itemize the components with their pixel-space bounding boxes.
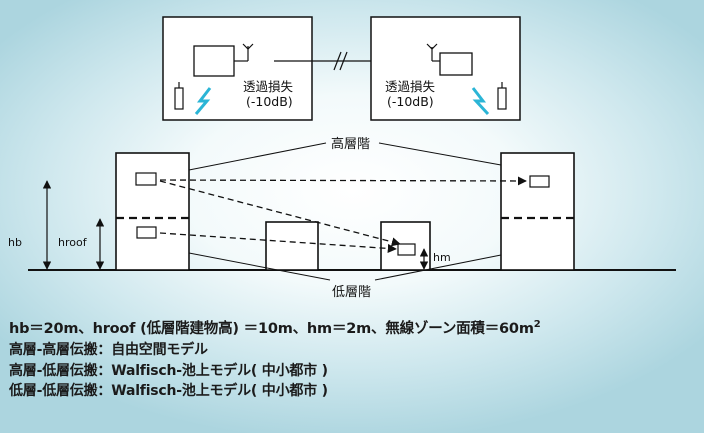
left-lower-station [136,226,157,239]
top-right-panel: 透過損失 (-10dB) [370,16,521,121]
path-high-to-low [159,180,401,247]
notes-low-low-model: 低層-低層伝搬：Walfisch-池上モデル( 中小都市 ) [9,383,328,399]
top-left-antenna-icon [234,43,254,62]
hm-label: hm [433,251,451,264]
middle-low-building [265,221,319,271]
top-right-lightning-icon [471,87,490,116]
notes-high-high-model: 高層-高層伝搬：自由空間モデル [9,342,208,358]
notes-parameters-text: hb＝20m、hroof (低層階建物高) ＝10m、hm＝2m、無線ゾーン面積… [9,321,534,337]
path-high-to-high [159,176,527,186]
high-floor-label: 高層階 [331,136,370,152]
propagation-paths [159,176,527,253]
low-floor-callout: 低層階 [188,252,502,300]
hroof-dimension: hroof [58,218,105,270]
receiver-station [397,243,416,256]
top-right-base-station-box [439,52,473,76]
notes-high-low-model: 高層-低層伝搬：Walfisch-池上モデル( 中小都市 ) [9,362,328,379]
top-right-loss-value: (-10dB) [387,94,434,109]
right-tall-building [500,152,575,271]
low-floor-label: 低層階 [332,285,371,300]
hb-label: hb [8,236,22,249]
top-left-loss-value: (-10dB) [246,94,293,109]
link-break-mark-1 [333,51,342,71]
top-left-base-station-box [193,45,235,77]
left-upper-station [135,172,157,186]
hb-dimension: hb [8,180,52,270]
link-break-mark-2 [339,51,348,71]
top-right-antenna-icon [426,43,440,62]
top-left-loss-label: 透過損失 [243,79,294,94]
hroof-label: hroof [58,236,88,249]
high-floor-callout: 高層階 [188,136,502,171]
notes-area-superscript: 2 [533,319,541,330]
left-tall-building [115,152,190,271]
parameter-notes: hb＝20m、hroof (低層階建物高) ＝10m、hm＝2m、無線ゾーン面積… [9,314,541,402]
top-left-mobile-icon [174,82,184,110]
top-right-loss-label: 透過損失 [385,79,436,94]
hm-dimension: hm [419,248,451,270]
top-left-panel-frame [162,16,313,121]
notes-parameters-line: hb＝20m、hroof (低層階建物高) ＝10m、hm＝2m、無線ゾーン面積… [9,314,541,340]
right-upper-station [529,175,550,188]
top-right-mobile-icon [497,82,507,110]
receiver-low-building [380,221,431,271]
top-left-lightning-icon [194,87,212,115]
top-left-panel: 透過損失 (-10dB) [162,16,313,121]
